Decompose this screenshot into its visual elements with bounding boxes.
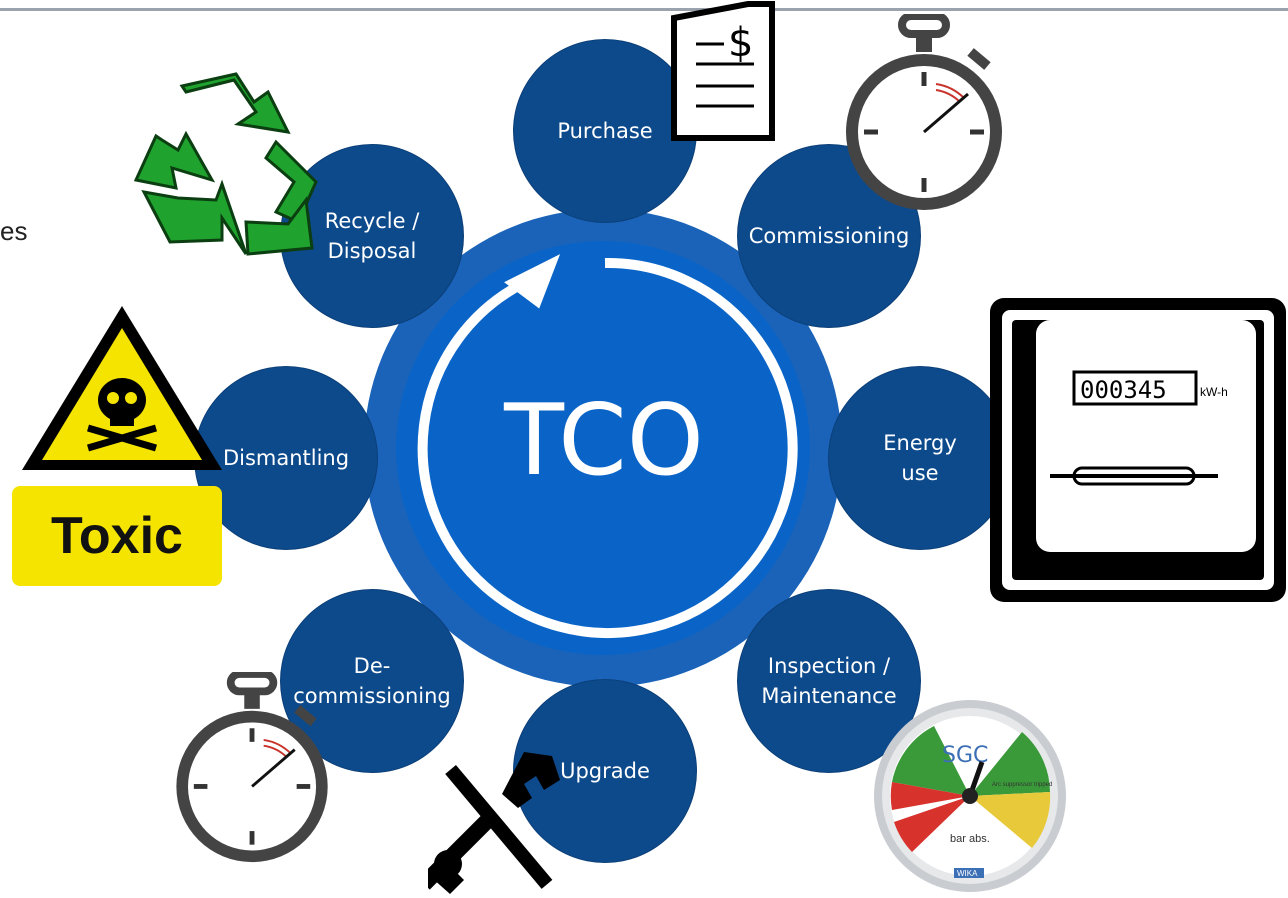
recycle-icon (133, 72, 318, 256)
gauge-scale-text: bar abs. (950, 833, 990, 845)
stopwatch-icon (176, 672, 328, 863)
pressure-gauge-icon: SGC Arc suppressor tripped bar abs. WIKA (874, 700, 1066, 892)
invoice-symbol: $ (728, 20, 753, 66)
stage-label: Energy use (883, 430, 957, 485)
invoice-icon: $ (671, 1, 775, 141)
stage-label: Recycle / Disposal (324, 208, 420, 263)
gauge-zone-text: Arc suppressor tripped (992, 782, 1052, 788)
tools-icon (428, 752, 560, 894)
top-divider-line (0, 8, 1288, 11)
stage-label: De- commissioning (293, 653, 451, 708)
cycle-arrow-icon (417, 254, 798, 638)
gauge-maker: WIKA (957, 869, 978, 878)
stage-label: Inspection / Maintenance (761, 653, 897, 708)
toxic-label-badge: Toxic (12, 486, 222, 586)
stopwatch-icon (846, 14, 1002, 210)
tco-center-circle (396, 241, 810, 655)
stage-label: Commissioning (748, 223, 910, 248)
stage-inspection-maintenance: Inspection / Maintenance (738, 590, 920, 772)
stage-label: Purchase (557, 118, 653, 143)
meter-reading: 000345 (1080, 376, 1167, 404)
hazard-skull-icon (22, 306, 222, 470)
stage-label: Upgrade (560, 758, 650, 783)
energy-meter-icon: 000345 kW-h (990, 298, 1286, 602)
stage-dismantling: Dismantling (195, 367, 377, 549)
tco-title: TCO (504, 384, 704, 498)
toxic-label: Toxic (51, 507, 183, 565)
stage-purchase: Purchase (514, 40, 696, 222)
meter-unit: kW-h (1200, 385, 1228, 399)
stage-label: Dismantling (222, 445, 350, 470)
cut-off-text: es (0, 216, 28, 246)
stage-energy-use: Energy use (829, 367, 1011, 549)
